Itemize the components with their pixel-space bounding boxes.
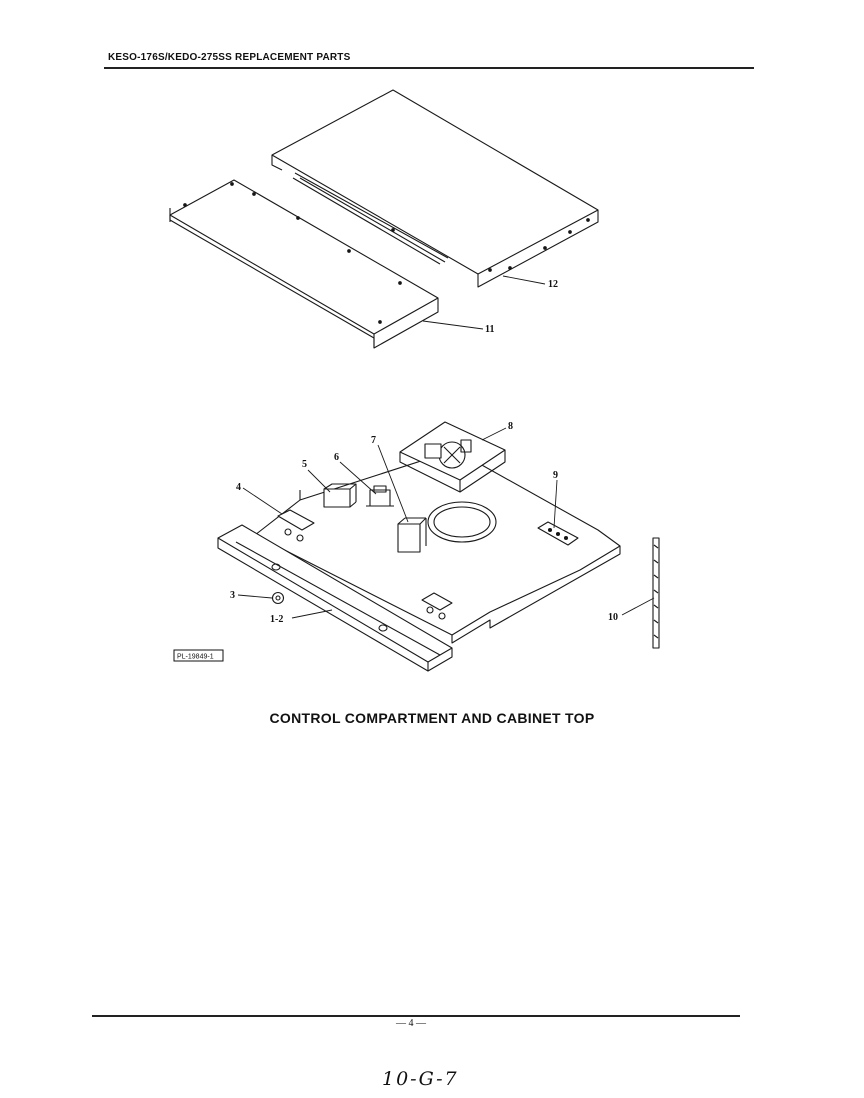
diagram-caption: CONTROL COMPARTMENT AND CABINET TOP bbox=[269, 710, 595, 726]
grommet-part bbox=[271, 591, 285, 605]
callout-7: 7 bbox=[371, 435, 376, 446]
handwritten-note: 10-G-7 bbox=[382, 1068, 459, 1090]
callout-6: 6 bbox=[334, 452, 339, 463]
front-bracket bbox=[421, 592, 453, 620]
header-rule bbox=[104, 67, 754, 69]
bracket-part bbox=[277, 509, 315, 542]
relay-part bbox=[323, 483, 357, 508]
plate-tag-box bbox=[173, 649, 224, 662]
callout-8: 8 bbox=[508, 421, 513, 432]
callout-11: 11 bbox=[485, 324, 494, 335]
callout-12: 12 bbox=[548, 279, 558, 290]
leader-lines bbox=[237, 275, 655, 619]
callout-5: 5 bbox=[302, 459, 307, 470]
page-number: — 4 — bbox=[396, 1018, 426, 1029]
page-header-title: KESO-176S/KEDO-275SS REPLACEMENT PARTS bbox=[108, 52, 351, 63]
front-channel bbox=[217, 524, 453, 672]
footer-rule bbox=[92, 1015, 740, 1017]
callout-4: 4 bbox=[236, 482, 241, 493]
callout-3: 3 bbox=[230, 590, 235, 601]
callout-1-2: 1-2 bbox=[270, 614, 283, 625]
gasket-strip bbox=[652, 537, 660, 649]
cabinet-top-panel bbox=[271, 89, 599, 288]
switch-part bbox=[397, 517, 427, 553]
rear-channel-panel bbox=[169, 179, 439, 349]
plate-tag: PL-19849-1 bbox=[177, 654, 214, 661]
callout-10: 10 bbox=[608, 612, 618, 623]
terminal-block bbox=[537, 521, 579, 546]
transformer-part bbox=[366, 485, 394, 507]
callout-9: 9 bbox=[553, 470, 558, 481]
fan-ring bbox=[427, 501, 497, 543]
fan-assembly bbox=[399, 421, 506, 493]
